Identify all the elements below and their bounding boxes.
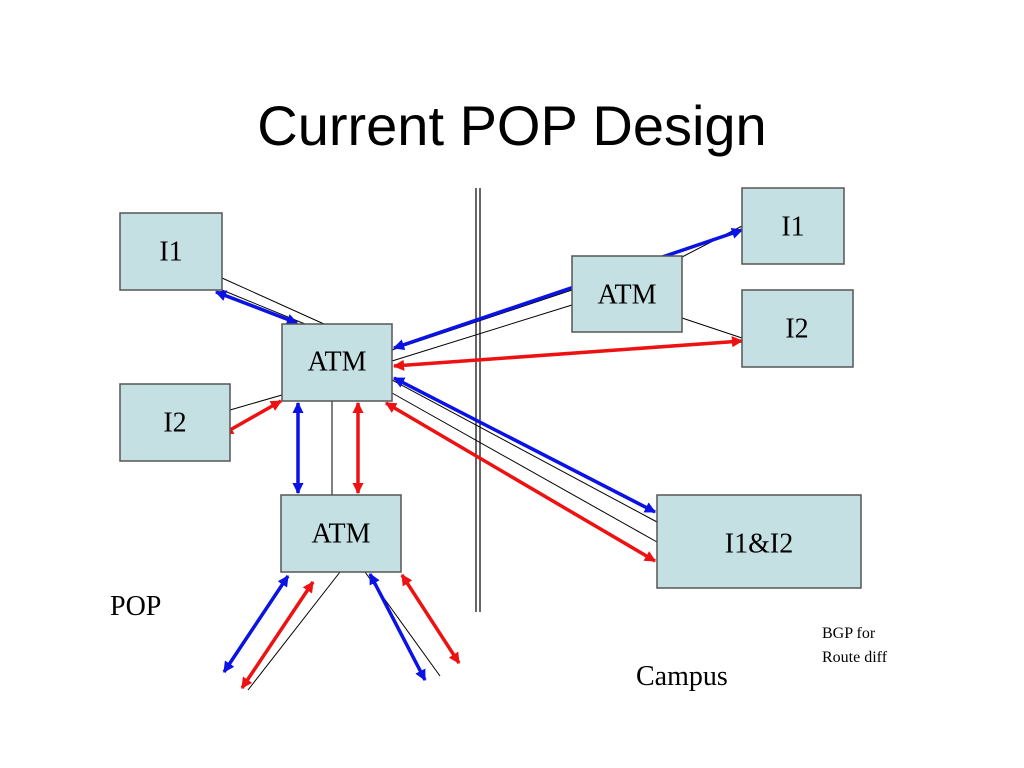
node-pop-atm-lower[interactable]: ATM [280, 494, 402, 573]
arrow-red-lower-left [240, 581, 315, 689]
arrow-blue-lower-right [368, 573, 427, 681]
node-label: ATM [597, 280, 656, 311]
node-label: I2 [163, 408, 186, 439]
arrow-red-campus-i2 [392, 336, 744, 371]
arrow-red-campus-i1i2 [385, 401, 656, 563]
node-label: ATM [311, 519, 370, 550]
node-label: I1 [781, 212, 804, 243]
node-label: ATM [307, 347, 366, 378]
node-campus-i2[interactable]: I2 [741, 289, 854, 368]
campus-label: Campus [636, 661, 728, 692]
node-label: I1 [159, 237, 182, 268]
pop-label: POP [110, 591, 161, 622]
node-campus-atm[interactable]: ATM [571, 255, 683, 333]
red-arrows [222, 336, 744, 689]
node-pop-atm-core[interactable]: ATM [281, 323, 393, 402]
arrow-red-i2-atm [222, 399, 282, 436]
page-title: Current POP Design [257, 94, 767, 157]
node-pop-i2[interactable]: I2 [119, 383, 231, 462]
node-pop-i1[interactable]: I1 [119, 212, 223, 291]
node-campus-i1[interactable]: I1 [741, 187, 845, 265]
arrow-red-lower-right [400, 574, 461, 664]
bgp-note-line2: Route diff [822, 649, 888, 666]
arrow-blue-i1-atm [214, 290, 299, 325]
arrow-blue-campus-i1 [392, 227, 744, 351]
arrow-blue-lower-left [222, 575, 290, 673]
node-label: I1&I2 [725, 529, 793, 560]
node-label: I2 [785, 314, 808, 345]
node-campus-i1i2[interactable]: I1&I2 [656, 494, 862, 589]
bgp-note-line1: BGP for [822, 625, 876, 642]
arrow-blue-campus-i1i2 [393, 376, 656, 514]
pop-campus-divider [475, 188, 481, 612]
